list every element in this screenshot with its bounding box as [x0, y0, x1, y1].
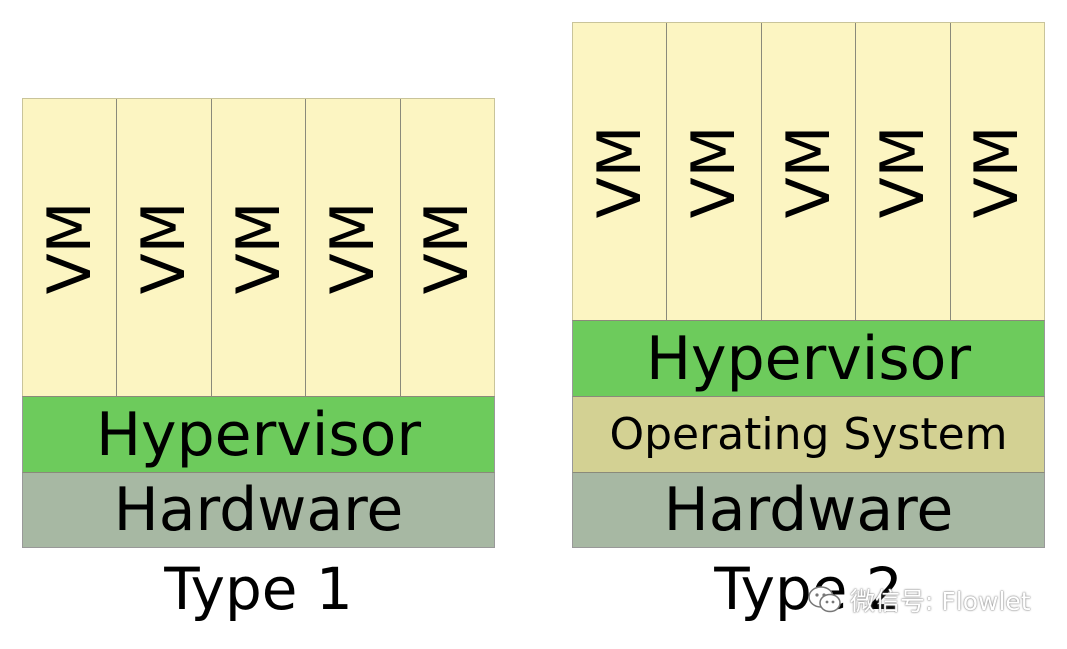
type2-vm-row: VM VM VM VM VM — [572, 22, 1045, 320]
type2-vm-3-label: VM — [773, 125, 844, 218]
wechat-watermark: 微信号: Flowlet — [808, 582, 1031, 618]
type2-vm-2-label: VM — [679, 125, 750, 218]
type2-hardware-layer: Hardware — [572, 472, 1045, 548]
type1-caption: Type 1 — [164, 555, 353, 623]
type2-vm-5: VM — [950, 23, 1045, 320]
type2-caption: Type 2 — [714, 555, 903, 623]
type1-vm-1: VM — [23, 99, 118, 396]
type1-hardware-layer: Hardware — [22, 472, 495, 548]
type1-vm-1-label: VM — [34, 201, 105, 294]
type1-vm-3: VM — [211, 99, 307, 396]
type1-vm-row: VM VM VM VM VM — [22, 98, 495, 396]
type2-vm-4-label: VM — [867, 125, 938, 218]
type2-operating-system-layer: Operating System — [572, 396, 1045, 472]
type1-vm-5: VM — [400, 99, 495, 396]
type2-vm-1-label: VM — [584, 125, 655, 218]
type2-vm-2: VM — [667, 23, 762, 320]
type1-vm-2-label: VM — [129, 201, 200, 294]
type1-vm-4-label: VM — [317, 201, 388, 294]
type1-vm-4: VM — [306, 99, 401, 396]
type2-vm-5-label: VM — [962, 125, 1033, 218]
wechat-icon — [808, 586, 841, 613]
type1-vm-2: VM — [117, 99, 212, 396]
type1-vm-3-label: VM — [223, 201, 294, 294]
type2-vm-3: VM — [761, 23, 857, 320]
type1-vm-5-label: VM — [412, 201, 483, 294]
type2-vm-4: VM — [856, 23, 951, 320]
type2-vm-1: VM — [573, 23, 668, 320]
type1-hypervisor-layer: Hypervisor — [22, 396, 495, 472]
type2-hypervisor-layer: Hypervisor — [572, 320, 1045, 396]
type1-diagram: VM VM VM VM VM Hypervisor Hardware — [22, 98, 495, 548]
type2-diagram: VM VM VM VM VM Hypervisor Operating Syst… — [572, 22, 1045, 548]
watermark-text: 微信号: Flowlet — [850, 587, 1031, 616]
